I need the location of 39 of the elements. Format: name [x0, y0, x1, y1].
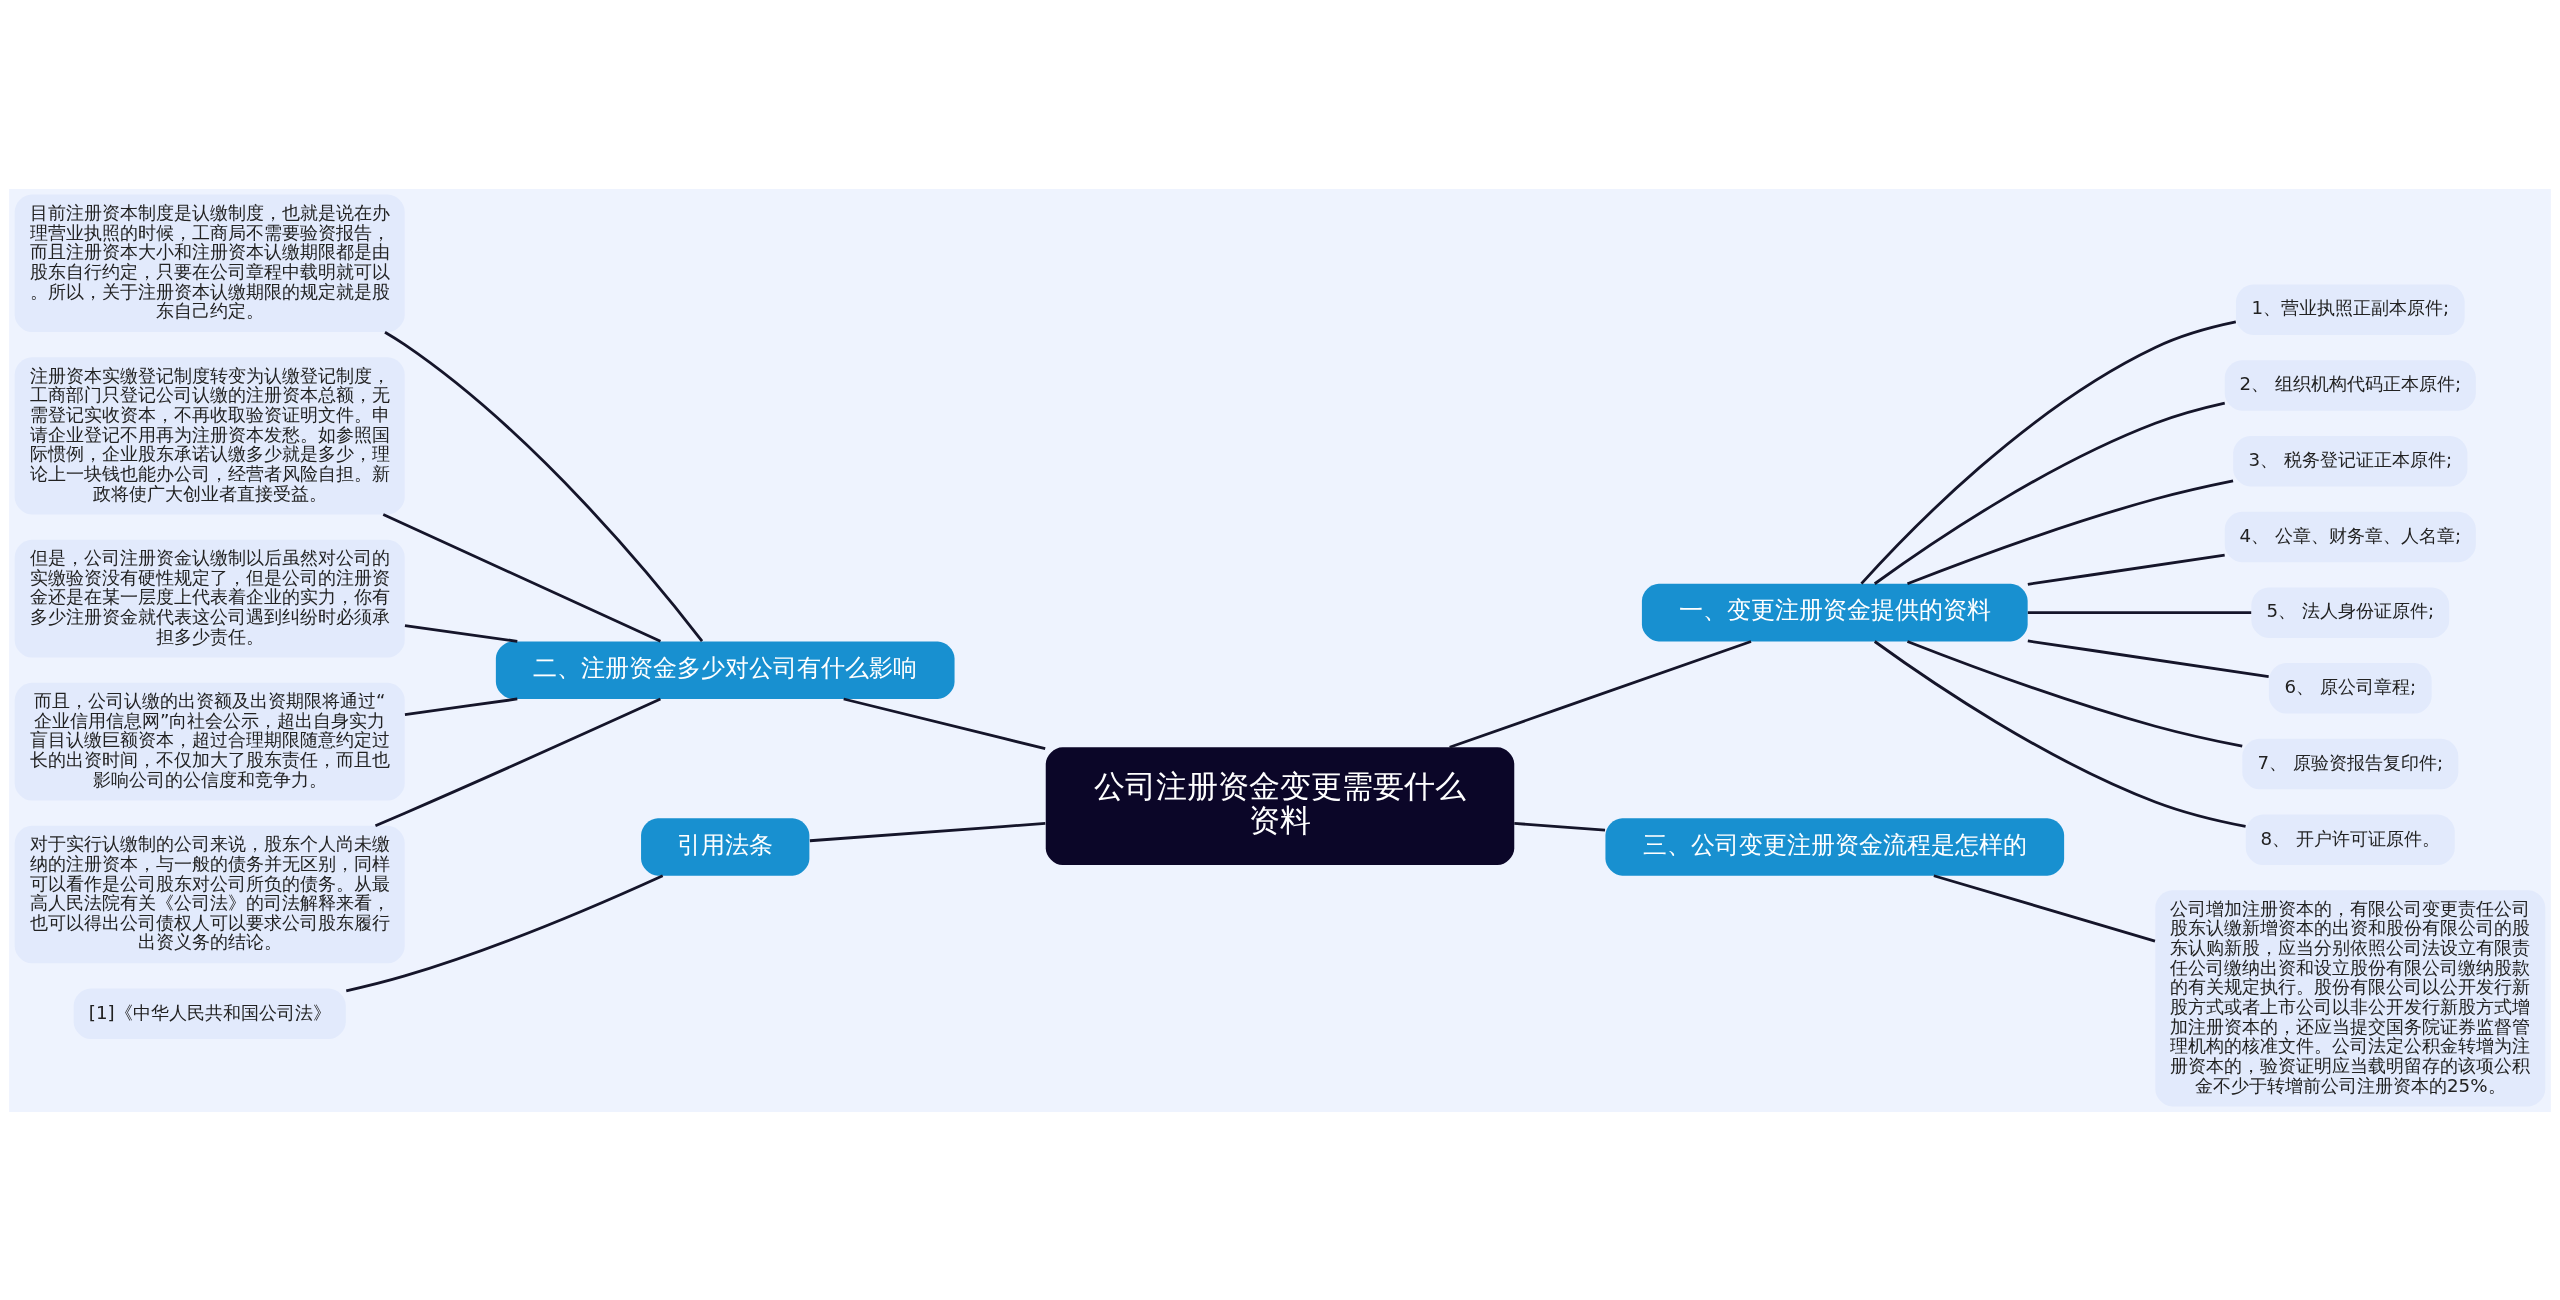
node-box: 7、 原验资报告复印件; — [2242, 738, 2459, 789]
node-box: 对于实行认缴制的公司来说，股东个人尚未缴纳的注册资本，与一般的债务并无区别，同样可以看作是公司股东对公司所负的债务。从最高人民法院有关《公司法》的司法解释来看，也可以得出公司债权人可以要求公司股东履行出资义务的结论。 — [14, 825, 405, 963]
connector — [404, 623, 518, 643]
connector — [1514, 821, 1606, 831]
node-box: 但是，公司注册资金认缴制以后虽然对公司的实缴验资没有硬性规定了，但是公司的注册资金还是在某一层度上代表着企业的实力，你有多少注册资金就代表这公司遇到纠纷时必须承担多少责任。 — [14, 539, 405, 657]
connector — [345, 873, 664, 992]
connector — [2027, 553, 2225, 586]
connector — [374, 697, 662, 827]
connector — [1860, 320, 2237, 585]
connector — [1873, 639, 2246, 828]
node-box: 1、营业执照正副本原件; — [2235, 283, 2465, 335]
connector — [404, 697, 518, 716]
node-box: 公司增加注册资本的，有限公司变更责任公司股东认缴新增资本的出资和股份有限公司的股东认购新股，应当分别依照公司法设立有限责任公司缴纳出资和设立股份有限公司缴纳股款的有关规定执行。股份有限公司以公开发行新股方式或者上市公司以非公开发行新股方式增加注册资本的，还应当提交国务院证券监督管理机构的核准文件。公司法定公积金转增为注册资本的，验资证明应当载明留存的该项公积金不少于转增前公司注册资本的25%。 — [2155, 889, 2546, 1106]
connector — [382, 512, 662, 642]
node-box: 二、注册资金多少对公司有什么影响 — [495, 640, 955, 699]
node-box: 4、 公章、财务章、人名章; — [2224, 511, 2476, 562]
node-box: 一、变更注册资金提供的资料 — [1641, 583, 2028, 641]
node-box: 8、 开户许可证原件。 — [2245, 814, 2455, 865]
node-box: 3、 税务登记证正本原件; — [2233, 435, 2468, 486]
connector — [1873, 401, 2226, 585]
node-box: 注册资本实缴登记制度转变为认缴登记制度，工商部门只登记公司认缴的注册资本总额，无需登记实收资本，不再收取验资证明文件。申请企业登记不用再为注册资本发愁。如参照国际惯例，企业股东承诺认缴多少就是多少，理论上一块钱也能办公司，经营者风险自担。新政将使广大创业者直接受益。 — [14, 356, 405, 514]
node-box: [1]《中华人民共和国公司法》 — [73, 988, 346, 1039]
connector — [1449, 639, 1752, 749]
connector — [384, 330, 704, 642]
node-box: 公司注册资金变更需要什么资料 — [1045, 746, 1515, 865]
connector — [1933, 873, 2156, 942]
node-box: 2、 组织机构代码正本原件; — [2224, 359, 2476, 411]
connector — [843, 697, 1046, 750]
connector — [2027, 639, 2269, 678]
node-box: 引用法条 — [641, 817, 810, 876]
connector — [1906, 639, 2243, 748]
node-box: 5、 法人身份证原件; — [2251, 586, 2450, 638]
node-box: 三、公司变更注册资金流程是怎样的 — [1605, 817, 2065, 876]
node-box: 而且，公司认缴的出资额及出资期限将通过“企业信用信息网”向社会公示，超出自身实力盲目认缴巨额资本，超过合理期限随意约定过长的出资时间，不仅加大了股东责任，而且也影响公司的公信度和竞争力。 — [14, 682, 405, 801]
node-box: 目前注册资本制度是认缴制度，也就是说在办理营业执照的时候，工商局不需要验资报告，而且注册资本大小和注册资本认缴期限都是由股东自行约定，只要在公司章程中载明就可以。所以，关于注册资本认缴期限的规定就是股东自己约定。 — [14, 194, 405, 332]
connector — [809, 821, 1046, 842]
connector — [1906, 479, 2234, 585]
node-box: 6、 原公司章程; — [2268, 662, 2432, 714]
connector — [2027, 610, 2252, 614]
